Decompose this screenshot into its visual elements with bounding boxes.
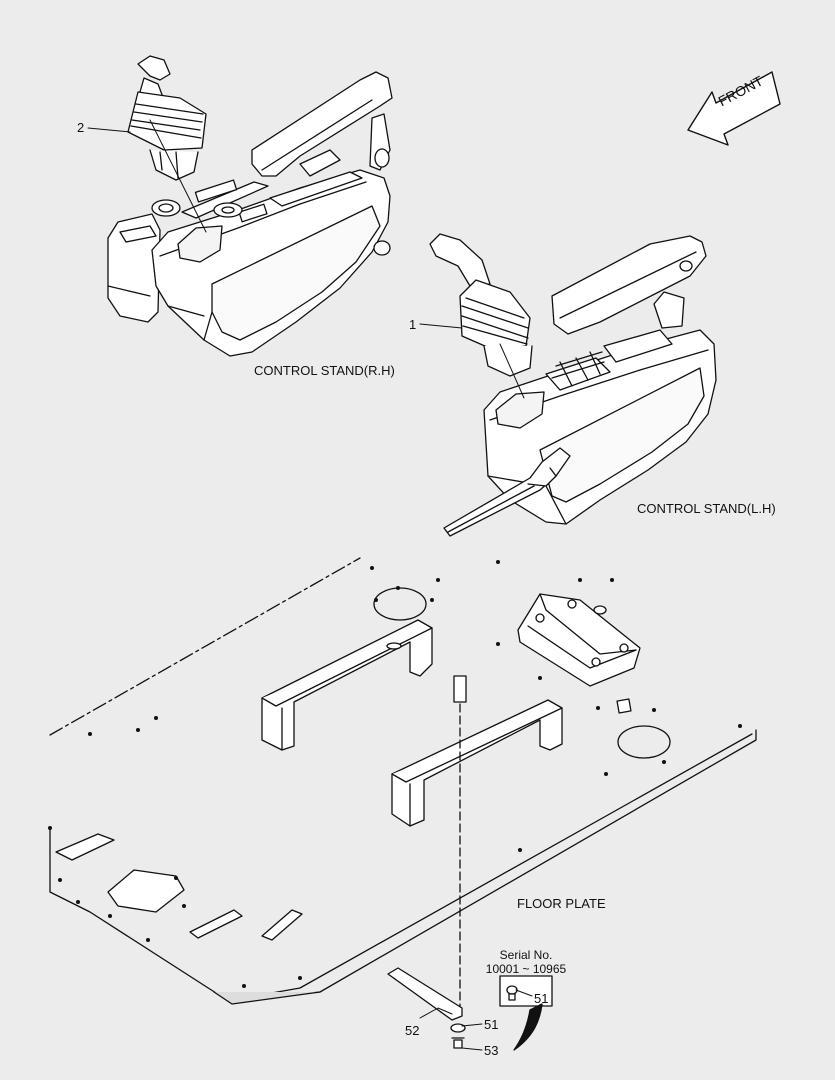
serial-number-note: Serial No. 10001 ~ 10965	[478, 948, 574, 976]
callout-bolt: 53	[484, 1043, 499, 1058]
callout-joystick-rh: 2	[77, 120, 85, 135]
control-stand-rh-drawing	[107, 55, 393, 357]
strap-assembly-drawing	[387, 967, 466, 1049]
callout-bolt-serial: 51	[534, 991, 549, 1006]
callout-joystick-lh: 1	[409, 317, 417, 332]
serial-range: 10001 ~ 10965	[485, 962, 567, 976]
serial-title: Serial No.	[499, 948, 553, 962]
front-arrow-icon	[687, 71, 781, 146]
control-stand-lh-label: CONTROL STAND(L.H)	[637, 501, 776, 516]
callout-washer: 51	[484, 1017, 499, 1032]
leader-lines	[87, 119, 533, 1051]
callout-strap: 52	[405, 1023, 420, 1038]
floor-plate-label: FLOOR PLATE	[517, 896, 606, 911]
floor-plate-drawing	[48, 557, 757, 1009]
control-stand-lh-drawing	[429, 233, 717, 537]
serial-box	[499, 975, 553, 1051]
control-stand-rh-label: CONTROL STAND(R.H)	[254, 363, 395, 378]
